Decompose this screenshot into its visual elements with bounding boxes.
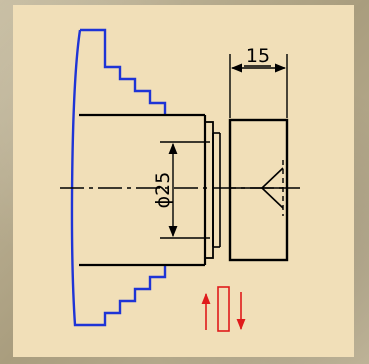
diameter-dimension (160, 141, 210, 239)
width-dimension (229, 54, 288, 118)
drawing-paper (13, 5, 354, 357)
workpiece (79, 113, 221, 267)
chuck-outline (70, 28, 167, 327)
feed-direction-indicator (201, 286, 246, 332)
width-dimension-label: 15 (246, 45, 270, 67)
diameter-dimension-label: ϕ25 (152, 172, 174, 209)
cutting-tool (228, 118, 289, 262)
